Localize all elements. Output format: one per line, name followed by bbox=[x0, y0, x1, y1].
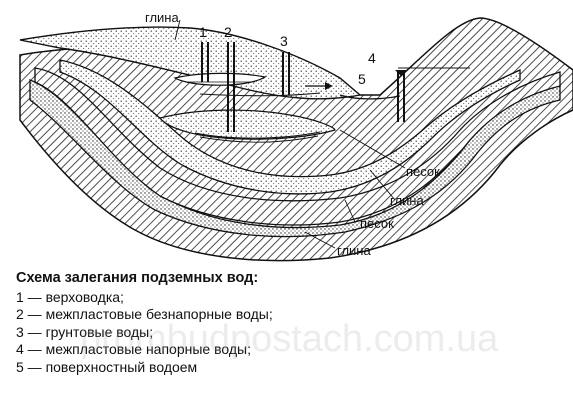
sand-layer-upper bbox=[59, 59, 521, 195]
legend-item: 5 — поверхностный водоем bbox=[16, 358, 198, 375]
marker-2: 2 bbox=[224, 24, 232, 40]
clay-layer-middle bbox=[34, 67, 561, 226]
legend-item: 3 — грунтовые воды; bbox=[16, 323, 154, 340]
legend-item: 4 — межпластовые напорные воды; bbox=[16, 341, 251, 357]
well-3 bbox=[282, 52, 290, 95]
legend-title: Схема залегания подземных вод: bbox=[16, 270, 259, 286]
well-2 bbox=[227, 42, 235, 132]
marker-1: 1 bbox=[199, 24, 207, 40]
marker-4: 4 bbox=[368, 50, 376, 66]
label-sand-1: песок bbox=[406, 164, 440, 179]
label-clay-1: глина bbox=[390, 193, 424, 208]
marker-3: 3 bbox=[280, 33, 288, 49]
surface-water-body bbox=[339, 94, 401, 100]
legend: Схема залегания подземных вод: 1 — верхо… bbox=[16, 270, 436, 376]
label-sand-2: песок bbox=[360, 216, 394, 231]
label-clay-2: глина bbox=[337, 243, 371, 258]
well-4 bbox=[395, 70, 407, 122]
legend-item: 2 — межпластовые безнапорные воды; bbox=[16, 306, 273, 322]
label-clay-top: глина bbox=[145, 10, 179, 25]
legend-item: 1 — верховодка; bbox=[16, 288, 124, 305]
well-1 bbox=[201, 42, 209, 82]
water-table-line bbox=[199, 92, 321, 97]
clay-lens bbox=[158, 109, 336, 140]
groundwater-diagram: глина песок глина песок глина 1 2 3 4 5 bbox=[19, 10, 573, 262]
marker-5: 5 bbox=[358, 71, 366, 87]
